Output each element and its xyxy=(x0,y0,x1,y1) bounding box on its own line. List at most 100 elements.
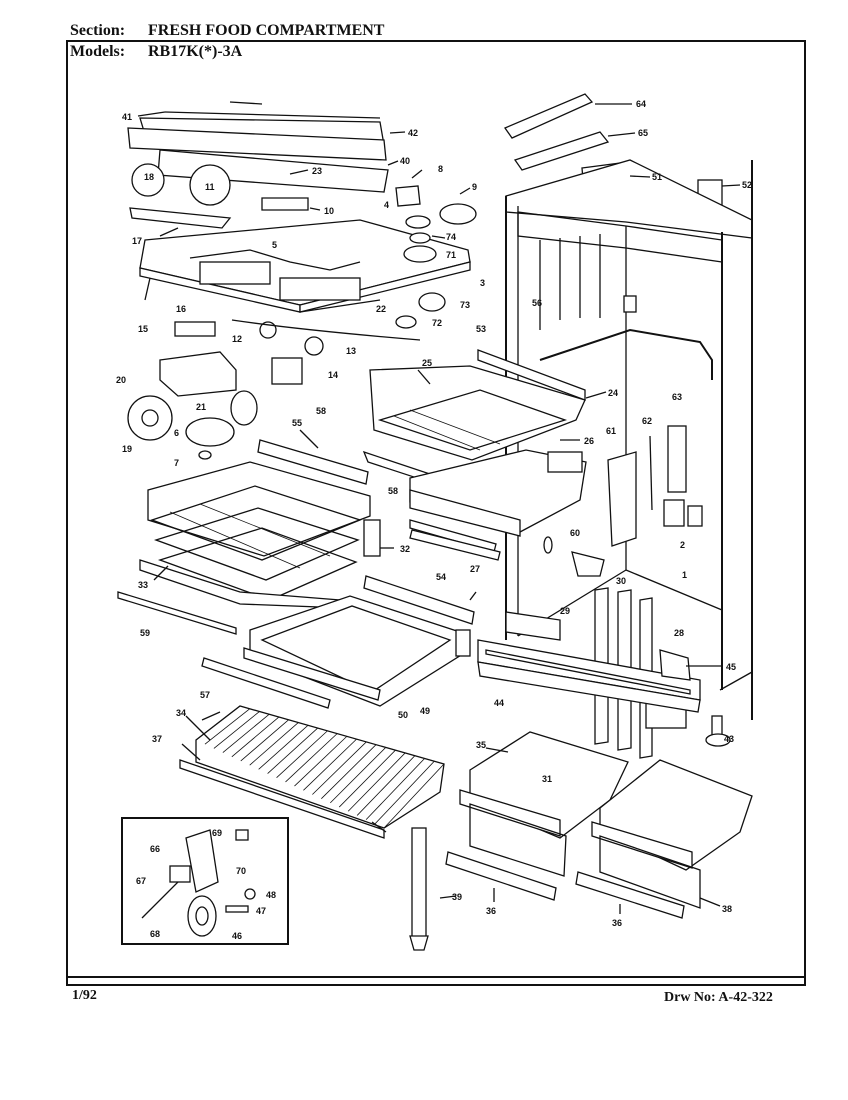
callout-19: 19 xyxy=(122,444,132,454)
callout-71: 71 xyxy=(446,250,456,260)
callout-55: 55 xyxy=(292,418,302,428)
callout-23: 23 xyxy=(312,166,322,176)
callout-57: 57 xyxy=(200,690,210,700)
callout-22: 22 xyxy=(376,304,386,314)
callout-43: 43 xyxy=(724,734,734,744)
callout-34: 34 xyxy=(176,708,186,718)
callout-52: 52 xyxy=(742,180,752,190)
control-components-part xyxy=(127,319,421,460)
callout-28: 28 xyxy=(674,628,684,638)
callout-31: 31 xyxy=(542,774,552,784)
callout-13: 13 xyxy=(346,346,356,356)
callout-62: 62 xyxy=(642,416,652,426)
drawing-number: Drw No: A-42-322 xyxy=(664,990,773,1005)
callout-42: 42 xyxy=(408,128,418,138)
callout-39: 39 xyxy=(452,892,462,902)
callout-63: 63 xyxy=(672,392,682,402)
callout-1: 1 xyxy=(682,570,687,580)
callout-73: 73 xyxy=(460,300,470,310)
callout-37: 37 xyxy=(152,734,162,744)
meat-pan-part xyxy=(409,449,587,553)
callout-38: 38 xyxy=(722,904,732,914)
footer-rule xyxy=(66,976,806,978)
callout-33: 33 xyxy=(138,580,148,590)
crisper-pan-part xyxy=(459,731,753,909)
callout-40: 40 xyxy=(400,156,410,166)
callout-54: 54 xyxy=(436,572,446,582)
model-number: RB17K(*)-3A xyxy=(148,43,243,60)
callout-72: 72 xyxy=(432,318,442,328)
callout-68: 68 xyxy=(150,929,160,939)
callout-49: 49 xyxy=(420,706,430,716)
header-rule xyxy=(66,40,806,42)
callout-41: 41 xyxy=(122,112,132,122)
callout-36: 36 xyxy=(612,918,622,928)
shelf-trim-part xyxy=(117,529,501,709)
callout-46: 46 xyxy=(232,931,242,941)
models-label: Models: xyxy=(70,43,126,60)
callout-7: 7 xyxy=(174,458,179,468)
callout-17: 17 xyxy=(132,236,142,246)
callout-56: 56 xyxy=(532,298,542,308)
drawing-frame xyxy=(66,40,806,986)
callout-4: 4 xyxy=(384,200,389,210)
left-shelf-part xyxy=(139,439,381,609)
section-row: Section: FRESH FOOD COMPARTMENT xyxy=(70,22,384,40)
callout-59: 59 xyxy=(140,628,150,638)
callout-3: 3 xyxy=(480,278,485,288)
callout-18: 18 xyxy=(144,172,154,182)
callout-24: 24 xyxy=(608,388,618,398)
section-title: FRESH FOOD COMPARTMENT xyxy=(148,22,385,39)
callout-10: 10 xyxy=(324,206,334,216)
callout-14: 14 xyxy=(328,370,338,380)
callout-58: 58 xyxy=(316,406,326,416)
crisper-cover-frame-part xyxy=(477,639,701,713)
thermostat-bracket-part xyxy=(129,163,477,329)
callout-50: 50 xyxy=(398,710,408,720)
callout-32: 32 xyxy=(400,544,410,554)
light-shield-part xyxy=(139,219,471,313)
section-label: Section: xyxy=(70,22,126,39)
revision-date: 1/92 xyxy=(72,988,97,1003)
callout-66: 66 xyxy=(150,844,160,854)
callout-60: 60 xyxy=(570,528,580,538)
callout-29: 29 xyxy=(560,606,570,616)
callout-35: 35 xyxy=(476,740,486,750)
models-row: Models: RB17K(*)-3A xyxy=(70,43,242,61)
callout-20: 20 xyxy=(116,375,126,385)
callout-74: 74 xyxy=(446,232,456,242)
callout-36: 36 xyxy=(486,906,496,916)
callout-67: 67 xyxy=(136,876,146,886)
callout-70: 70 xyxy=(236,866,246,876)
cabinet-liner-part xyxy=(505,159,753,720)
callout-69: 69 xyxy=(212,828,222,838)
glass-shelf-part xyxy=(179,705,445,839)
callout-44: 44 xyxy=(494,698,504,708)
callout-51: 51 xyxy=(652,172,662,182)
pan-handle-part xyxy=(409,827,685,951)
callout-45: 45 xyxy=(726,662,736,672)
inset-detail-box xyxy=(121,817,289,945)
callout-21: 21 xyxy=(196,402,206,412)
callout-58: 58 xyxy=(388,486,398,496)
callout-48: 48 xyxy=(266,890,276,900)
callout-6: 6 xyxy=(174,428,179,438)
callout-25: 25 xyxy=(422,358,432,368)
callout-8: 8 xyxy=(438,164,443,174)
callout-65: 65 xyxy=(638,128,648,138)
callout-26: 26 xyxy=(584,436,594,446)
callout-53: 53 xyxy=(476,324,486,334)
callout-2: 2 xyxy=(680,540,685,550)
callout-47: 47 xyxy=(256,906,266,916)
callout-64: 64 xyxy=(636,99,646,109)
callout-27: 27 xyxy=(470,564,480,574)
callout-16: 16 xyxy=(176,304,186,314)
callout-12: 12 xyxy=(232,334,242,344)
callout-11: 11 xyxy=(205,182,215,192)
lower-shelf-part xyxy=(243,575,475,707)
callout-5: 5 xyxy=(272,240,277,250)
callout-9: 9 xyxy=(472,182,477,192)
callout-61: 61 xyxy=(606,426,616,436)
